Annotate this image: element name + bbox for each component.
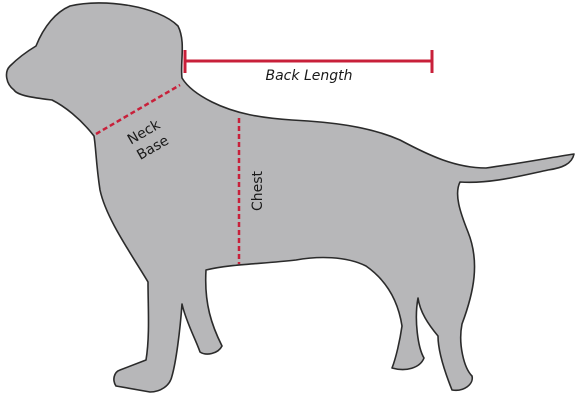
back-length-label: Back Length [266, 68, 353, 84]
chest-label: Chest [250, 170, 266, 211]
back-length-measure: Back Length [185, 50, 432, 84]
